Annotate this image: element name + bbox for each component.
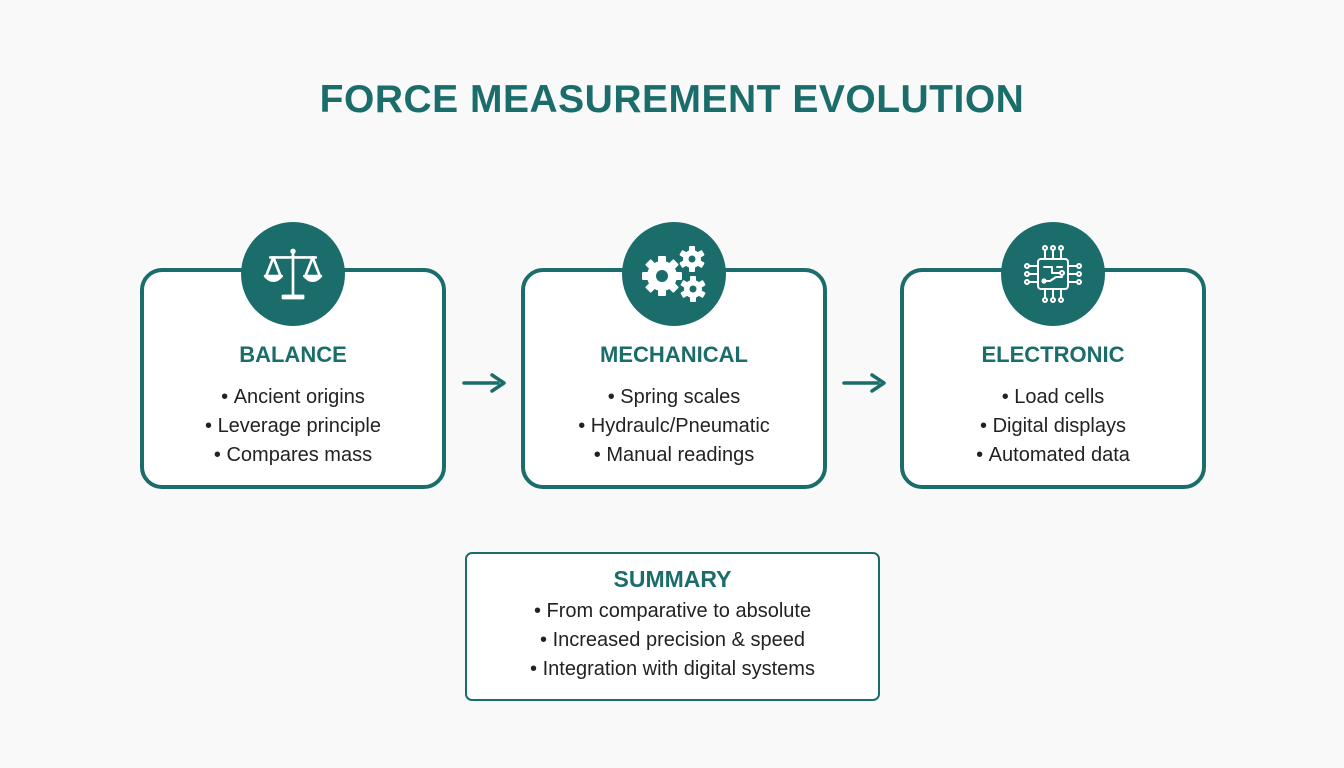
microchip-icon <box>1024 245 1082 303</box>
list-item: Leverage principle <box>144 412 442 441</box>
arrow-right-icon <box>842 373 886 393</box>
arrow-right-icon <box>462 373 506 393</box>
stage-badge <box>241 222 345 326</box>
stage-badge <box>1001 222 1105 326</box>
stage-bullet-list: Spring scales Hydraulc/Pneumatic Manual … <box>525 383 823 470</box>
list-item: Increased precision & speed <box>467 626 878 655</box>
list-item: Integration with digital systems <box>467 655 878 684</box>
stage-title: BALANCE <box>239 342 347 367</box>
list-item: Compares mass <box>144 441 442 470</box>
stage-title: MECHANICAL <box>600 342 748 367</box>
summary-box: SUMMARY From comparative to absolute Inc… <box>465 552 880 701</box>
list-item: Automated data <box>904 441 1202 470</box>
list-item: Load cells <box>904 383 1202 412</box>
list-item: From comparative to absolute <box>467 597 878 626</box>
summary-bullet-list: From comparative to absolute Increased p… <box>467 597 878 684</box>
list-item: Hydraulc/Pneumatic <box>525 412 823 441</box>
stage-card-mechanical: MECHANICAL Spring scales Hydraulc/Pneuma… <box>521 222 827 489</box>
stage-bullet-list: Load cells Digital displays Automated da… <box>904 383 1202 470</box>
gears-icon <box>642 246 706 302</box>
summary-title: SUMMARY <box>613 566 732 592</box>
stage-title: ELECTRONIC <box>981 342 1125 367</box>
list-item: Ancient origins <box>144 383 442 412</box>
stage-card-electronic: ELECTRONIC Load cells Digital displays A… <box>900 222 1206 489</box>
list-item: Manual readings <box>525 441 823 470</box>
stage-card-balance: BALANCE Ancient origins Leverage princip… <box>140 222 446 489</box>
stage-bullet-list: Ancient origins Leverage principle Compa… <box>144 383 442 470</box>
page-title: FORCE MEASUREMENT EVOLUTION <box>319 78 1025 121</box>
balance-scale-icon <box>263 248 323 300</box>
list-item: Spring scales <box>525 383 823 412</box>
stage-badge <box>622 222 726 326</box>
list-item: Digital displays <box>904 412 1202 441</box>
